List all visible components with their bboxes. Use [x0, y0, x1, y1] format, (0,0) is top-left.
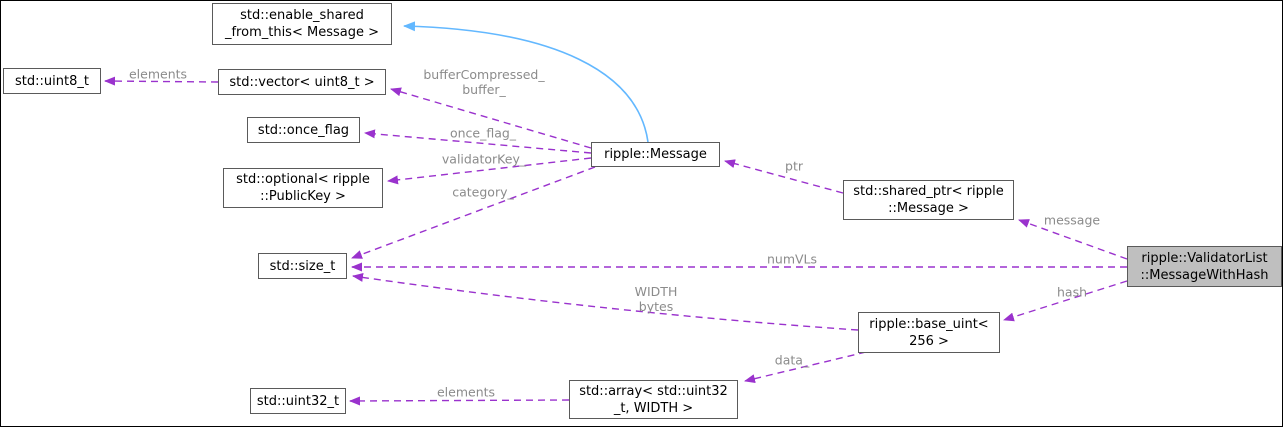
edge-base-uint-to-size-t-width-bytes [352, 272, 859, 331]
node-uint8-t[interactable]: std::uint8_t [3, 68, 101, 94]
node-optional-publickey[interactable]: std::optional< ripple ::PublicKey > [223, 168, 383, 208]
node-array-uint32-width[interactable]: std::array< std::uint32 _t, WIDTH > [569, 380, 738, 419]
node-validatorlist-messagewithhash[interactable]: ripple::ValidatorList ::MessageWithHash [1127, 246, 1282, 287]
edge-message-to-size-t-category [351, 166, 596, 259]
edge-base-uint-to-array-data [744, 351, 867, 384]
node-shared-ptr-message[interactable]: std::shared_ptr< ripple ::Message > [843, 180, 1014, 220]
edge-validatorlist-to-shared-ptr-message [1018, 219, 1128, 260]
edge-inheritance-message-to-enable-shared [403, 21, 649, 143]
node-vector-uint8-t[interactable]: std::vector< uint8_t > [218, 69, 386, 95]
node-base-uint-256[interactable]: ripple::base_uint< 256 > [858, 312, 1000, 353]
node-ripple-message[interactable]: ripple::Message [591, 142, 720, 167]
node-size-t[interactable]: std::size_t [258, 253, 347, 279]
edge-validatorlist-to-base-uint-hash [1003, 280, 1128, 322]
edge-message-to-vector-buffer [390, 87, 592, 149]
node-uint32-t[interactable]: std::uint32_t [250, 388, 346, 414]
edge-shared-ptr-to-message-ptr [724, 159, 844, 194]
node-enable-shared-from-this[interactable]: std::enable_shared _from_this< Message > [212, 3, 392, 45]
node-once-flag[interactable]: std::once_flag [247, 117, 360, 143]
edge-message-to-once-flag [364, 129, 592, 154]
edge-array-to-uint32-elements [349, 396, 570, 406]
edge-message-to-optional-validatorkey [387, 157, 592, 185]
edge-vector-to-uint8-elements [104, 76, 219, 86]
